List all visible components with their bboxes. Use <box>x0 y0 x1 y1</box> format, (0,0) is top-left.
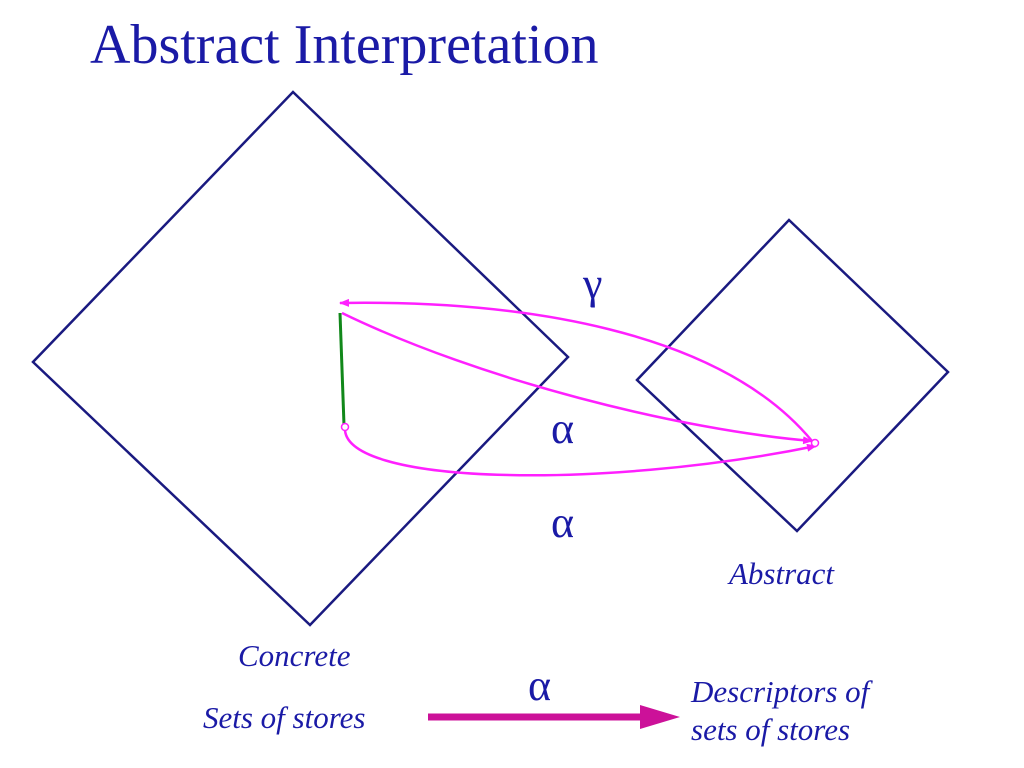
alpha-symbol-upper: α <box>551 404 574 453</box>
sets-of-stores-label: Sets of stores <box>203 700 365 735</box>
abstract-lattice-diamond <box>635 218 950 533</box>
concrete-element-marker <box>340 422 350 432</box>
abstract-label: Abstract <box>727 556 835 591</box>
alpha-arrow-lower <box>343 426 817 477</box>
legend-arrow-head <box>640 705 680 729</box>
slide-title: Abstract Interpretation <box>90 14 599 76</box>
concrete-order-edge <box>338 312 346 426</box>
descriptors-label-line2: sets of stores <box>691 712 850 747</box>
alpha-legend-symbol: α <box>528 661 551 710</box>
alpha-arrow-upper <box>341 311 813 445</box>
concrete-lattice-diamond <box>31 90 570 627</box>
alpha-symbol-lower: α <box>551 498 574 547</box>
gamma-arrow <box>339 298 813 442</box>
abstract-element-marker <box>810 438 820 448</box>
concrete-label: Concrete <box>238 638 351 673</box>
descriptors-label-line1: Descriptors of <box>690 674 874 709</box>
gamma-symbol: γ <box>582 259 602 308</box>
